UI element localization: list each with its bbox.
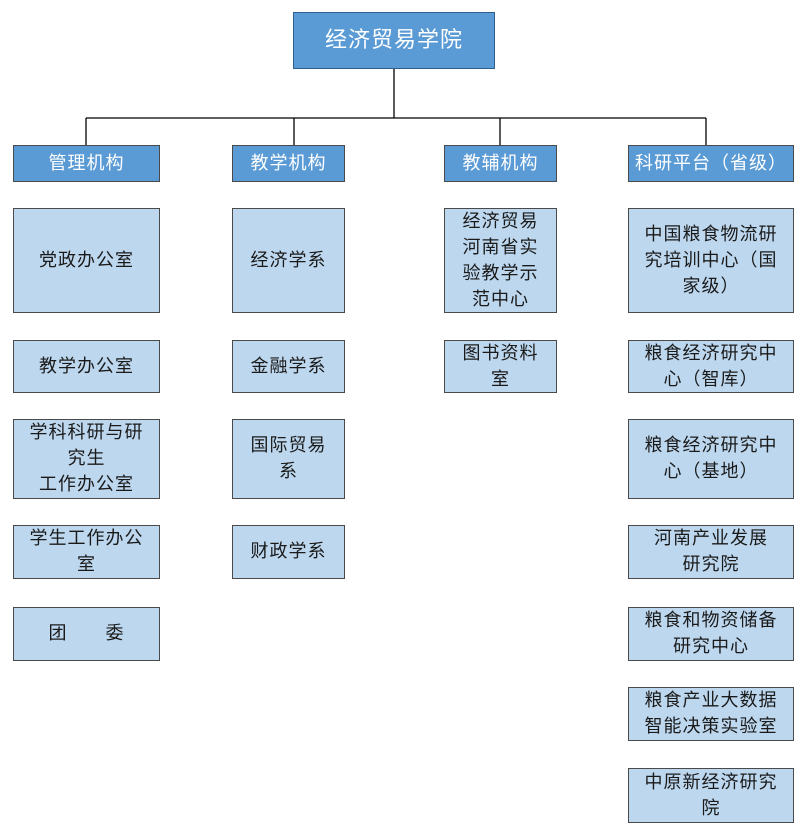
org-node: 中国粮食物流研 究培训中心（国 家级） <box>628 208 794 313</box>
org-node: 教学办公室 <box>13 340 160 393</box>
org-node: 金融学系 <box>232 340 345 393</box>
org-node: 粮食经济研究中 心（智库） <box>628 340 794 393</box>
org-node: 国际贸易 系 <box>232 419 345 499</box>
org-node: 学科科研与研 究生 工作办公室 <box>13 419 160 499</box>
org-node: 粮食和物资储备 研究中心 <box>628 607 794 661</box>
column-header-teaching: 教学机构 <box>232 145 345 182</box>
org-node: 河南产业发展 研究院 <box>628 525 794 579</box>
column-header-support: 教辅机构 <box>444 145 557 182</box>
org-node: 粮食产业大数据 智能决策实验室 <box>628 687 794 741</box>
column-header-research: 科研平台（省级） <box>628 145 794 182</box>
org-node: 党政办公室 <box>13 208 160 313</box>
org-node: 经济学系 <box>232 208 345 313</box>
org-node: 学生工作办公 室 <box>13 525 160 579</box>
org-node: 图书资料 室 <box>444 340 557 393</box>
column-header-management: 管理机构 <box>13 145 160 182</box>
org-node: 中原新经济研究 院 <box>628 768 794 823</box>
org-node: 经济贸易 河南省实 验教学示 范中心 <box>444 208 557 313</box>
root-node: 经济贸易学院 <box>293 12 495 69</box>
org-node: 财政学系 <box>232 525 345 579</box>
org-node: 团 委 <box>13 607 160 661</box>
org-node: 粮食经济研究中 心（基地） <box>628 419 794 499</box>
